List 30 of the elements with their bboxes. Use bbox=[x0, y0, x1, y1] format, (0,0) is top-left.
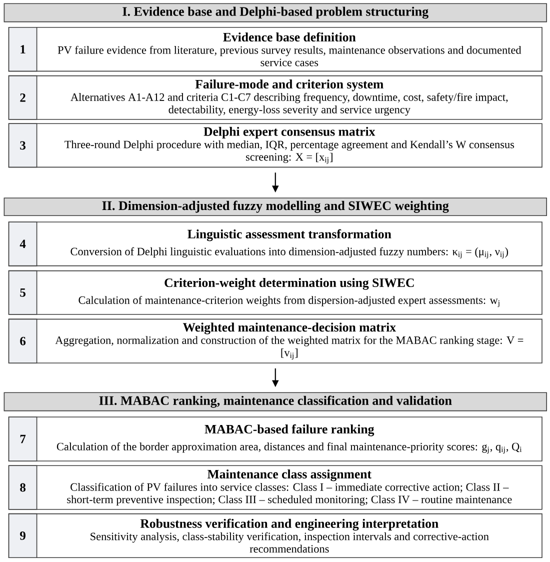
step-title: Maintenance class assignment bbox=[207, 469, 372, 482]
number-cell: 3 bbox=[8, 123, 38, 168]
number-cell: 8 bbox=[8, 465, 38, 510]
step-description: PV failure evidence from literature, previous survey results, maintenance observations and documented service cases bbox=[58, 46, 522, 66]
number-cell: 1 bbox=[8, 27, 38, 72]
number-cell: 7 bbox=[8, 416, 38, 462]
step-description: Alternatives A1-A12 and criteria C1-C7 describing frequency, downtime, cost, safety/fire impact, detectability, energy-loss severity and service urgency bbox=[70, 92, 508, 116]
step-title: Weighted maintenance-decision matrix bbox=[182, 322, 396, 334]
step-title: Delphi expert consensus matrix bbox=[204, 126, 376, 138]
step-description: Classification of PV failures into service classes: Class I – immediate corrective action; Class II – short-term preventive inspection; Class III – scheduled monitoring; Class IV – routine maintenance bbox=[67, 482, 512, 506]
step-title: Criterion-weight determination using SIWEC bbox=[164, 278, 414, 290]
number-cell: 6 bbox=[8, 318, 38, 364]
step-description: Conversion of Delphi linguistic evaluations into dimension-adjusted fuzzy numbers: κ$_{ij}$ = (μ$_{ij}$, ν$_{ij}$) bbox=[70, 247, 508, 258]
step-description: Calculation of maintenance-criterion weights from dispersion-adjusted expert assessments: w$_{j}$ bbox=[78, 296, 500, 308]
section-header: I. Evidence base and Delphi-based problem structuring bbox=[4, 3, 547, 22]
step-description: Sensitivity analysis, class-stability verification, inspection intervals and corrective-action recommendations bbox=[90, 532, 489, 553]
number-cell: 9 bbox=[8, 513, 38, 558]
step-title: Failure-mode and criterion system bbox=[195, 80, 384, 92]
step-title: Linguistic assessment transformation bbox=[188, 229, 392, 242]
step-description: Aggregation, normalization and construction of the weighted matrix for the MABAC ranking stage: V = [v$_{ij}$] bbox=[55, 336, 524, 360]
step-description: Three-round Delphi procedure with median, IQR, percentage agreement and Kendall’s W consensus screening: X = [x$_{ij}$] bbox=[64, 140, 514, 164]
step-title: Robustness verification and engineering interpretation bbox=[140, 518, 438, 531]
number-cell: 5 bbox=[8, 270, 38, 315]
number-cell: 2 bbox=[8, 75, 38, 120]
number-cell: 4 bbox=[8, 222, 38, 266]
section-header: III. MABAC ranking, maintenance classification and validation bbox=[4, 392, 547, 412]
step-title: MABAC-based failure ranking bbox=[204, 424, 374, 436]
step-description: Calculation of the border approximation area, distances and final maintenance-priority scores: g$_{j}$, q$_{ij}$, Q$_{i}$ bbox=[56, 442, 522, 454]
step-title: Evidence base definition bbox=[223, 32, 356, 42]
section-header: II. Dimension-adjusted fuzzy modelling and SIWEC weighting bbox=[4, 198, 547, 216]
